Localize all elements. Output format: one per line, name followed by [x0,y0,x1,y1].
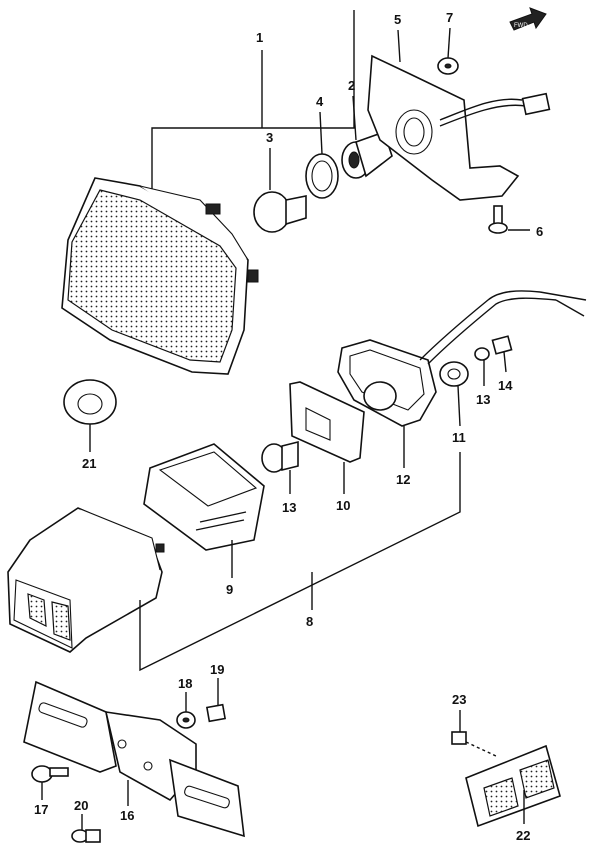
small-wedge-bulb [71,814,101,843]
callout-5: 5 [394,12,401,27]
callout-21: 21 [82,456,96,471]
callout-13-washer: 13 [476,392,490,407]
callout-7: 7 [446,10,453,25]
screw-6 [488,205,530,234]
callout-10: 10 [336,498,350,513]
gasket-ring [305,111,339,199]
spacer [439,361,469,427]
callout-4: 4 [316,94,324,109]
callout-2: 2 [348,78,355,93]
front-direction-arrow-icon: FWD [509,7,547,31]
lamp-housing [61,177,259,375]
side-reflector [465,744,561,828]
callout-1: 1 [256,30,263,45]
svg-text:FWD: FWD [514,23,528,29]
license-bracket [23,680,245,838]
callout-3: 3 [266,130,273,145]
callout-12: 12 [396,472,410,487]
callout-13-bulb: 13 [282,500,296,515]
callout-17: 17 [34,802,48,817]
small-bulb [261,440,299,494]
bolt-17 [31,765,69,800]
tail-lamp-assembly [7,452,461,672]
nut-14 [491,335,513,373]
nut-7 [437,27,459,75]
callout-8: 8 [306,614,313,629]
lamp-gasket [289,381,365,494]
callout-9: 9 [226,582,233,597]
washer-13 [474,347,490,386]
grommet [63,379,117,452]
callout-22: 22 [516,828,530,843]
lamp-lens [143,443,265,578]
callout-18: 18 [178,676,192,691]
callout-11: 11 [452,430,466,445]
callout-16: 16 [120,808,134,823]
clip-23 [451,710,497,757]
callout-20: 20 [74,798,88,813]
callout-6: 6 [536,224,543,239]
callout-19: 19 [210,662,224,677]
lamp-bracket [367,29,551,201]
nut-19 [205,678,227,723]
callout-14: 14 [498,378,513,393]
license-lamp-body [337,290,587,468]
washer-18 [176,692,196,729]
group-bracket-1 [151,10,355,190]
callout-23: 23 [452,692,466,707]
bulb [253,148,307,233]
